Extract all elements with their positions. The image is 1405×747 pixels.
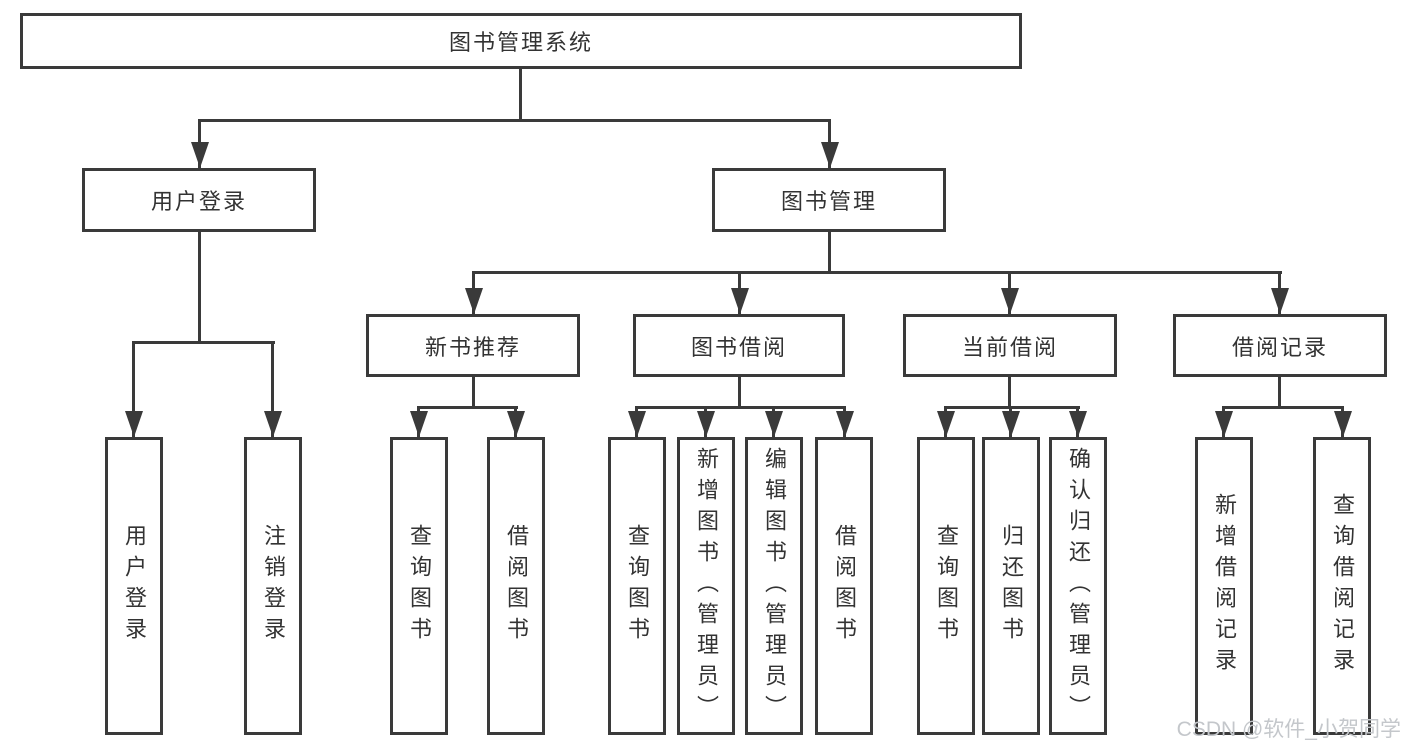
leaf-borrow-books-recommend-label: 借阅图书 (504, 524, 529, 648)
node-user-login: 用户登录 (82, 168, 316, 232)
connector-to-leaf (271, 341, 274, 437)
connector-borrow-records-bus (1222, 406, 1344, 409)
leaf-add-borrow-record: 新增借阅记录 (1195, 437, 1253, 735)
arrowhead-down-icon (125, 411, 143, 437)
leaf-confirm-return-admin: 确认归还（管理员） (1049, 437, 1107, 735)
leaf-query-borrow-record: 查询借阅记录 (1313, 437, 1371, 735)
leaf-query-books-recommend: 查询图书 (390, 437, 448, 735)
connector-level2-bus (198, 119, 830, 122)
leaf-query-books-borrow-label: 查询图书 (625, 524, 650, 648)
leaf-query-borrow-record-label: 查询借阅记录 (1330, 493, 1355, 679)
leaf-confirm-return-admin-label: 确认归还（管理员） (1066, 446, 1091, 726)
node-current-borrow-label: 当前借阅 (961, 334, 1058, 360)
arrowhead-down-icon (628, 411, 646, 437)
leaf-query-books-recommend-label: 查询图书 (407, 524, 432, 648)
node-current-borrow: 当前借阅 (903, 314, 1117, 377)
connector-book-borrow-bus (635, 406, 846, 409)
node-book-borrow: 图书借阅 (633, 314, 845, 377)
arrowhead-down-icon (1334, 411, 1352, 437)
connector-user-login-stem (198, 232, 201, 344)
leaf-borrow-books: 借阅图书 (815, 437, 873, 735)
connector-to-leaf (132, 341, 135, 437)
connector-user-login-bus (132, 341, 275, 344)
node-borrow-records: 借阅记录 (1173, 314, 1387, 377)
arrowhead-down-icon (465, 288, 483, 314)
leaf-edit-book-admin-label: 编辑图书（管理员） (762, 446, 787, 726)
arrowhead-down-icon (836, 411, 854, 437)
leaf-add-book-admin-label: 新增图书（管理员） (694, 446, 719, 726)
arrowhead-down-icon (264, 411, 282, 437)
leaf-query-books-current: 查询图书 (917, 437, 975, 735)
leaf-borrow-books-recommend: 借阅图书 (487, 437, 545, 735)
connector-new-book-stem (472, 377, 475, 409)
arrowhead-down-icon (191, 142, 209, 168)
arrowhead-down-icon (765, 411, 783, 437)
leaf-query-books-current-label: 查询图书 (934, 524, 959, 648)
connector-current-borrow-stem (1008, 377, 1011, 409)
node-root: 图书管理系统 (20, 13, 1022, 69)
node-new-book-recommend-label: 新书推荐 (424, 334, 521, 360)
connector-book-borrow-stem (738, 377, 741, 409)
leaf-user-login-label: 用户登录 (122, 524, 147, 648)
node-new-book-recommend: 新书推荐 (366, 314, 580, 377)
leaf-logout: 注销登录 (244, 437, 302, 735)
arrowhead-down-icon (1271, 288, 1289, 314)
arrowhead-down-icon (937, 411, 955, 437)
connector-new-book-bus (417, 406, 518, 409)
arrowhead-down-icon (697, 411, 715, 437)
arrowhead-down-icon (507, 411, 525, 437)
leaf-return-books: 归还图书 (982, 437, 1040, 735)
node-user-login-label: 用户登录 (150, 189, 247, 214)
node-borrow-records-label: 借阅记录 (1231, 334, 1328, 360)
arrowhead-down-icon (1002, 411, 1020, 437)
leaf-query-books-borrow: 查询图书 (608, 437, 666, 735)
connector-root-stem (519, 69, 522, 121)
connector-current-borrow-bus (944, 406, 1080, 409)
node-book-management: 图书管理 (712, 168, 946, 232)
arrowhead-down-icon (1001, 288, 1019, 314)
node-book-borrow-label: 图书借阅 (690, 334, 787, 360)
leaf-borrow-books-label: 借阅图书 (832, 524, 857, 648)
connector-book-mgmt-stem (828, 232, 831, 274)
leaf-add-book-admin: 新增图书（管理员） (677, 437, 735, 735)
node-root-label: 图书管理系统 (448, 30, 593, 55)
leaf-edit-book-admin: 编辑图书（管理员） (745, 437, 803, 735)
arrowhead-down-icon (410, 411, 428, 437)
leaf-return-books-label: 归还图书 (999, 524, 1024, 648)
arrowhead-down-icon (731, 288, 749, 314)
arrowhead-down-icon (821, 142, 839, 168)
arrowhead-down-icon (1215, 411, 1233, 437)
connector-borrow-records-stem (1278, 377, 1281, 409)
leaf-user-login: 用户登录 (105, 437, 163, 735)
leaf-add-borrow-record-label: 新增借阅记录 (1212, 493, 1237, 679)
watermark-text: CSDN @软件_小贺同学 (1176, 718, 1401, 741)
connector-level3-bus (472, 271, 1282, 274)
leaf-logout-label: 注销登录 (261, 524, 286, 648)
node-book-management-label: 图书管理 (780, 189, 877, 214)
arrowhead-down-icon (1069, 411, 1087, 437)
